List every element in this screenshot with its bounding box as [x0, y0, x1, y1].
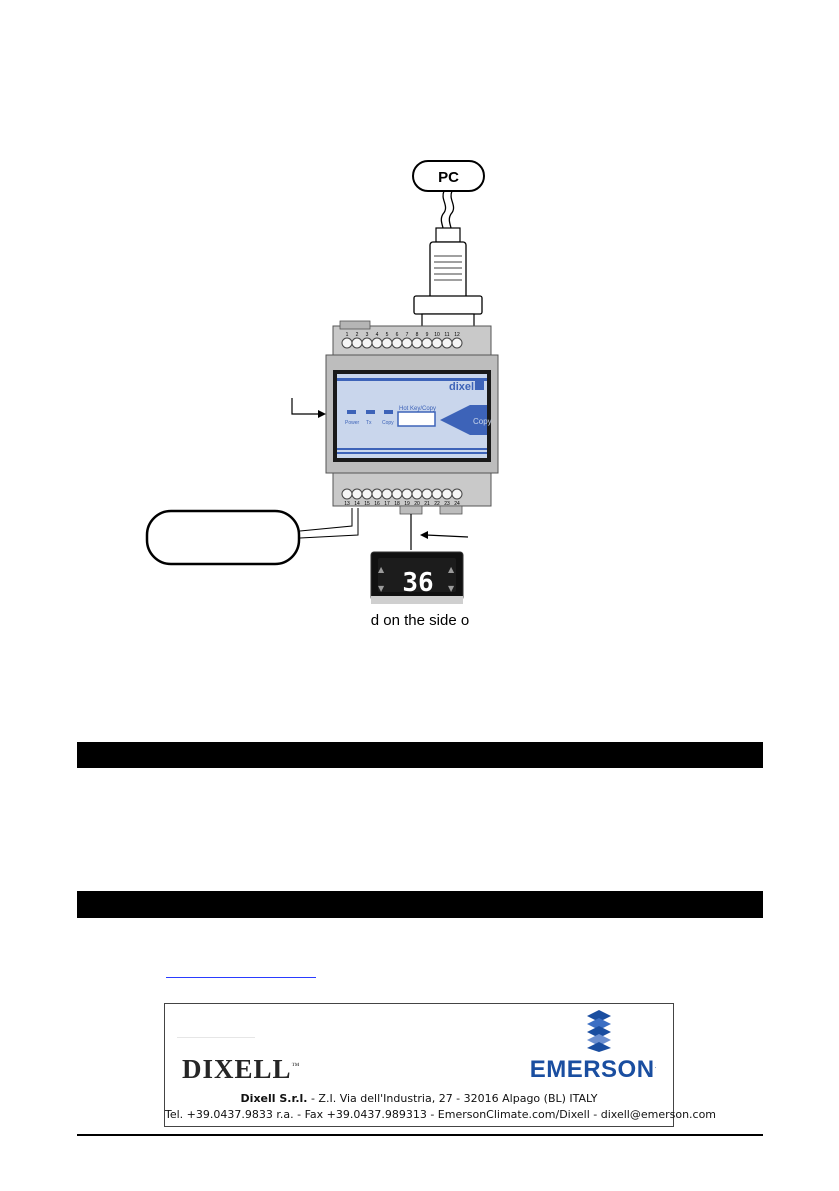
svg-text:15: 15 [364, 501, 370, 507]
company-address: Dixell S.r.l. - Z.I. Via dell'Industria,… [240, 1092, 598, 1105]
company-contacts: Tel. +39.0437.9833 r.a. - Fax +39.0437.9… [165, 1108, 717, 1121]
svg-text:14: 14 [354, 501, 360, 507]
panel-pointer-arrow [291, 398, 326, 418]
copy-arrow [440, 405, 470, 435]
pc-cable [435, 190, 461, 243]
connection-diagram: PC [145, 160, 499, 604]
svg-text:11: 11 [444, 332, 449, 338]
bottom-terminals: 13 14 15 16 17 18 19 20 21 22 23 24 [341, 488, 463, 507]
dixell-logo: DIXELL™ [182, 1054, 300, 1084]
hyperlink-underline[interactable] [166, 977, 316, 978]
svg-text:17: 17 [384, 501, 390, 507]
svg-text:8: 8 [416, 332, 419, 338]
supply-callout [145, 508, 359, 566]
svg-text:▲: ▲ [448, 565, 455, 574]
copy-led [384, 410, 393, 414]
controller-display: 36 [402, 568, 433, 598]
svg-text:Tx: Tx [366, 420, 372, 426]
section-heading-bar [77, 891, 763, 918]
svg-text:10: 10 [434, 332, 440, 338]
module-brand: dixell [449, 381, 477, 393]
serial-connector [413, 241, 483, 329]
svg-text:Copy: Copy [473, 417, 492, 426]
svg-text:22: 22 [434, 501, 440, 507]
interface-module: 1 2 3 4 5 6 7 8 9 10 11 12 dixell Power … [325, 320, 499, 515]
svg-text:4: 4 [376, 332, 379, 338]
svg-text:19: 19 [404, 501, 410, 507]
diagram-caption: d on the side o [370, 612, 470, 629]
svg-text:13: 13 [344, 501, 350, 507]
svg-text:7: 7 [406, 332, 409, 338]
divider [177, 1037, 255, 1038]
svg-text:18: 18 [394, 501, 400, 507]
tx-led [366, 410, 375, 414]
pc-label: PC [438, 169, 459, 186]
svg-text:5: 5 [386, 332, 389, 338]
svg-text:3: 3 [366, 332, 369, 338]
svg-text:▼: ▼ [378, 584, 385, 593]
emerson-emblem-icon [587, 1010, 611, 1052]
svg-text:▲: ▲ [378, 565, 385, 574]
section-heading-bar [77, 742, 763, 768]
emerson-logo: EMERSON. [529, 1056, 657, 1083]
svg-text:6: 6 [396, 332, 399, 338]
svg-text:9: 9 [426, 332, 429, 338]
controller-link [410, 514, 469, 550]
svg-text:1: 1 [346, 332, 349, 338]
svg-text:Hot Key/Copy: Hot Key/Copy [399, 406, 436, 412]
power-led [347, 410, 356, 414]
company-footer: DIXELL™ EMERSON. Dixell S.r.l. - Z.I. Vi… [164, 1003, 717, 1127]
pc-bubble: PC [412, 160, 485, 192]
hotkey-slot [397, 411, 436, 427]
svg-text:24: 24 [454, 501, 460, 507]
svg-text:20: 20 [414, 501, 420, 507]
svg-text:12: 12 [454, 332, 460, 338]
top-terminals: 1 2 3 4 5 6 7 8 9 10 11 12 [341, 332, 463, 349]
controller-device: 36 ▲ ▲ ▼ ▼ [370, 551, 464, 604]
svg-text:16: 16 [374, 501, 380, 507]
svg-text:▼: ▼ [448, 584, 455, 593]
svg-text:23: 23 [444, 501, 450, 507]
svg-text:Copy: Copy [382, 420, 394, 426]
svg-text:2: 2 [356, 332, 359, 338]
footer-rule [77, 1134, 763, 1136]
svg-text:21: 21 [424, 501, 430, 507]
svg-text:Power: Power [345, 420, 360, 426]
